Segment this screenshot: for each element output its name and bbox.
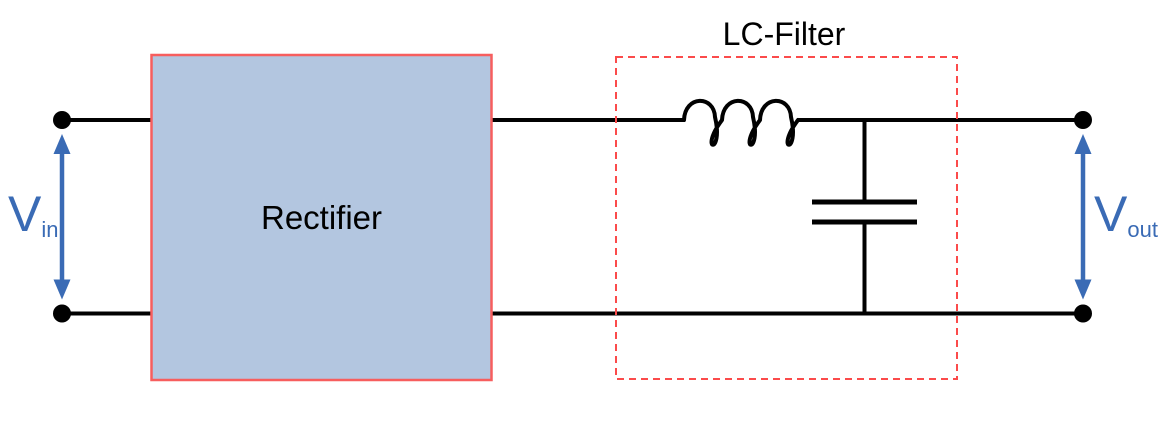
terminal-dot-output-bottom: [1074, 304, 1092, 323]
vin-arrowhead-bottom: [53, 279, 71, 300]
terminal-dot-output-top: [1074, 111, 1092, 129]
vout-label-main: V: [1094, 186, 1128, 242]
vin-arrow: [53, 134, 71, 300]
vout-label-sub: out: [1127, 217, 1158, 242]
vout-arrowhead-bottom: [1074, 279, 1092, 300]
vout-arrowhead-top: [1074, 134, 1092, 154]
terminals: [53, 111, 1092, 323]
vin-label-main: V: [8, 186, 42, 242]
terminal-dot-input-top: [53, 111, 71, 129]
inductor-symbol: [682, 98, 800, 147]
lc-filter-group: LC-Filter: [615, 16, 958, 380]
lc-filter-label: LC-Filter: [723, 16, 846, 52]
rectifier-label: Rectifier: [261, 199, 382, 236]
vout-arrow: [1074, 134, 1092, 300]
vin-arrowhead-top: [53, 134, 71, 154]
rectifier-block: Rectifier: [150, 53, 493, 382]
vout-label: Vout: [1094, 186, 1158, 242]
vin-label-sub: in: [41, 217, 58, 242]
capacitor-symbol: [812, 118, 917, 315]
rectifier-box: [150, 53, 493, 382]
terminal-dot-input-bottom: [53, 304, 71, 323]
lc-filter-dashed-box: [615, 56, 958, 380]
vin-label: Vin: [8, 186, 58, 242]
